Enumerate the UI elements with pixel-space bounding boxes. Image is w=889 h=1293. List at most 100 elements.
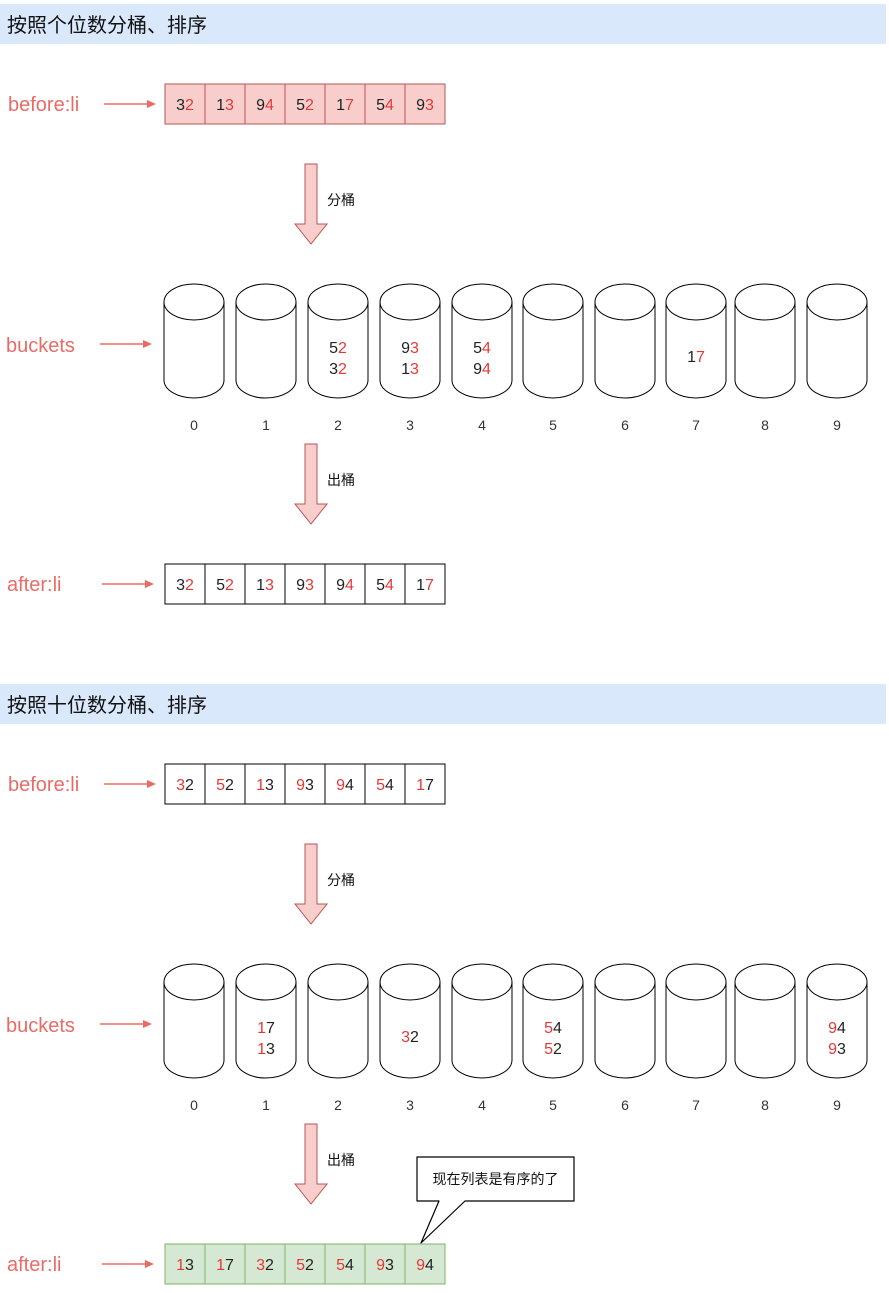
after-label: after:li	[7, 574, 61, 596]
array-cell-value: 52	[296, 1257, 314, 1274]
bucket-index: 1	[262, 417, 270, 433]
collect-arrow	[293, 1123, 329, 1205]
array-cell-value: 32	[256, 1257, 274, 1274]
array-cell-value: 17	[416, 577, 434, 594]
array-cell	[244, 83, 286, 125]
bucket	[665, 963, 727, 1079]
section-title: 按照个位数分桶、排序	[7, 13, 207, 37]
array-cell	[164, 763, 206, 805]
array-cell-value: 17	[416, 777, 434, 794]
array-cell	[404, 1243, 446, 1285]
array-cell	[244, 1243, 286, 1285]
array-cell	[284, 763, 326, 805]
array-cell	[284, 563, 326, 605]
array-cell-value: 93	[376, 1257, 394, 1274]
bucket-index: 5	[549, 1097, 557, 1113]
bucket-item: 32	[329, 361, 347, 378]
array-cell-value: 13	[216, 97, 234, 114]
bucket-index: 8	[761, 417, 769, 433]
buckets-pointer-arrow	[100, 340, 152, 348]
buckets-label: buckets	[6, 1015, 75, 1037]
bucket-item: 17	[257, 1020, 275, 1037]
array-cell-value: 54	[376, 777, 394, 794]
bucket-item: 13	[401, 361, 419, 378]
collect-label: 出桶	[327, 473, 355, 489]
array-cell	[364, 83, 406, 125]
collect-label: 出桶	[327, 1153, 355, 1169]
bucket	[594, 283, 656, 399]
array-cell	[404, 83, 446, 125]
bucket-index: 0	[190, 417, 198, 433]
bucket-index: 6	[621, 1097, 629, 1113]
bucket	[734, 283, 796, 399]
bucket-index: 4	[478, 1097, 486, 1113]
bucket-index: 4	[478, 417, 486, 433]
array-cell	[204, 83, 246, 125]
bucket: 17	[665, 283, 727, 399]
bucket-item: 52	[329, 340, 347, 357]
section-title: 按照十位数分桶、排序	[7, 693, 207, 717]
bucket-index: 2	[334, 1097, 342, 1113]
array-cell	[244, 763, 286, 805]
sorted-callout: 现在列表是有序的了	[416, 1156, 575, 1244]
array-cell	[164, 83, 206, 125]
buckets-label: buckets	[6, 335, 75, 357]
bucket	[594, 963, 656, 1079]
section-header-bar	[0, 4, 886, 44]
array-cell	[364, 763, 406, 805]
array-cell-value: 13	[256, 577, 274, 594]
array-cell	[324, 1243, 366, 1285]
bucket-item: 94	[473, 361, 491, 378]
array-cell	[284, 83, 326, 125]
bucket-item: 54	[473, 340, 491, 357]
bucket-index: 5	[549, 417, 557, 433]
array-cell	[204, 563, 246, 605]
array-cell-value: 32	[176, 577, 194, 594]
bucket	[163, 963, 225, 1079]
array-cell-value: 13	[176, 1257, 194, 1274]
bucket-index: 1	[262, 1097, 270, 1113]
bucket-index: 3	[406, 1097, 414, 1113]
array-cell-value: 52	[216, 777, 234, 794]
after-array: 13 17 32 52 54 93 94	[164, 1243, 446, 1285]
array-cell	[364, 1243, 406, 1285]
array-cell-value: 94	[336, 577, 354, 594]
bucket-item: 54	[544, 1020, 562, 1037]
after-pointer-arrow	[102, 1260, 154, 1268]
bucket-index: 9	[833, 417, 841, 433]
after-label: after:li	[7, 1254, 61, 1276]
array-cell-value: 17	[336, 97, 354, 114]
before-pointer-arrow	[104, 100, 156, 108]
array-cell	[364, 563, 406, 605]
callout-text: 现在列表是有序的了	[433, 1172, 559, 1188]
bucket-index: 7	[692, 417, 700, 433]
array-cell-value: 94	[336, 777, 354, 794]
array-cell-value: 54	[376, 97, 394, 114]
bucket	[522, 283, 584, 399]
bucket-index: 2	[334, 417, 342, 433]
array-cell	[164, 1243, 206, 1285]
array-cell-value: 17	[216, 1257, 234, 1274]
array-cell	[204, 763, 246, 805]
collect-arrow	[293, 443, 329, 525]
array-cell-value: 93	[296, 777, 314, 794]
array-cell-value: 52	[216, 577, 234, 594]
array-cell-value: 32	[176, 97, 194, 114]
bucket	[235, 283, 297, 399]
array-cell-value: 94	[256, 97, 274, 114]
before-pointer-arrow	[104, 780, 156, 788]
array-cell	[404, 763, 446, 805]
bucket-item: 32	[401, 1029, 419, 1046]
array-cell-value: 94	[416, 1257, 434, 1274]
array-cell	[244, 563, 286, 605]
array-cell-value: 54	[336, 1257, 354, 1274]
bucket: 32	[379, 963, 441, 1079]
array-cell	[164, 563, 206, 605]
